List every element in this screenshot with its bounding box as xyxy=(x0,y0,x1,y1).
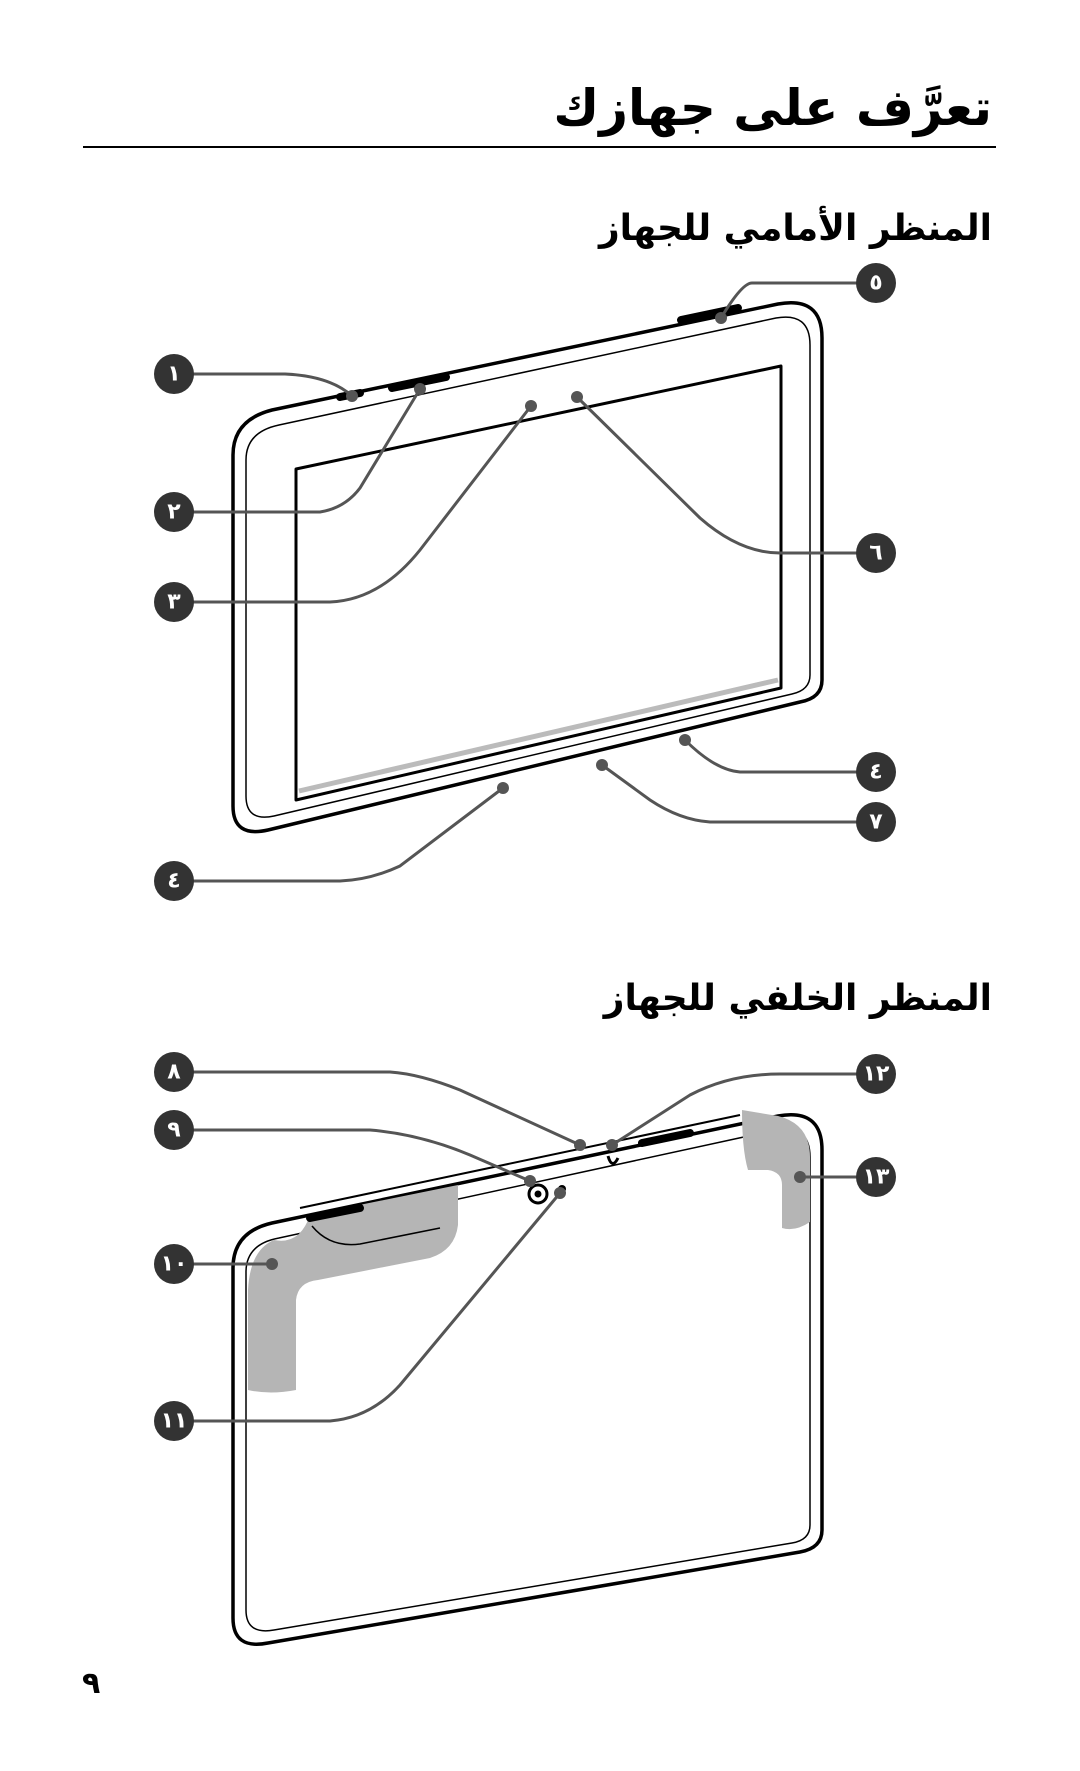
callout-3: ٣ xyxy=(154,582,194,622)
svg-text:١٠: ١٠ xyxy=(161,1252,188,1277)
svg-text:٨: ٨ xyxy=(167,1060,181,1085)
callout-4-right: ٤ xyxy=(856,752,896,792)
callout-5: ٥ xyxy=(856,263,896,303)
front-leader-lines xyxy=(174,281,876,883)
page-title: تعرَّف على جهازك xyxy=(553,79,992,137)
front-view-heading: المنظر الأمامي للجهاز xyxy=(598,208,992,249)
svg-text:١٢: ١٢ xyxy=(863,1062,890,1087)
svg-text:١١: ١١ xyxy=(161,1409,188,1434)
callout-11: ١١ xyxy=(154,1401,194,1441)
title-divider xyxy=(83,146,996,148)
svg-text:٦: ٦ xyxy=(869,541,882,566)
svg-text:٤: ٤ xyxy=(167,869,180,894)
svg-text:١٣: ١٣ xyxy=(863,1165,890,1190)
callout-6: ٦ xyxy=(856,533,896,573)
callout-12: ١٢ xyxy=(856,1054,896,1094)
back-view-heading: المنظر الخلفي للجهاز xyxy=(603,978,992,1019)
back-leader-dots xyxy=(266,1139,806,1270)
svg-text:٥: ٥ xyxy=(869,271,882,296)
callout-9: ٩ xyxy=(154,1110,194,1150)
callout-1: ١ xyxy=(154,354,194,394)
callout-2: ٢ xyxy=(154,492,194,532)
front-tablet-illustration xyxy=(231,301,824,834)
svg-text:٧: ٧ xyxy=(869,810,883,835)
svg-text:١: ١ xyxy=(167,362,180,387)
svg-text:٩: ٩ xyxy=(167,1118,180,1143)
callout-13: ١٣ xyxy=(856,1157,896,1197)
svg-text:٤: ٤ xyxy=(869,760,882,785)
callout-10: ١٠ xyxy=(154,1244,194,1284)
back-tablet-illustration xyxy=(231,1110,824,1646)
svg-text:٢: ٢ xyxy=(167,500,181,525)
front-leader-dots xyxy=(346,312,727,794)
callout-8: ٨ xyxy=(154,1052,194,1092)
callout-7: ٧ xyxy=(856,802,896,842)
svg-text:٣: ٣ xyxy=(167,590,181,615)
callout-4-left: ٤ xyxy=(154,861,194,901)
page-number: ٩ xyxy=(82,1666,101,1701)
back-leader-lines xyxy=(174,1070,876,1423)
